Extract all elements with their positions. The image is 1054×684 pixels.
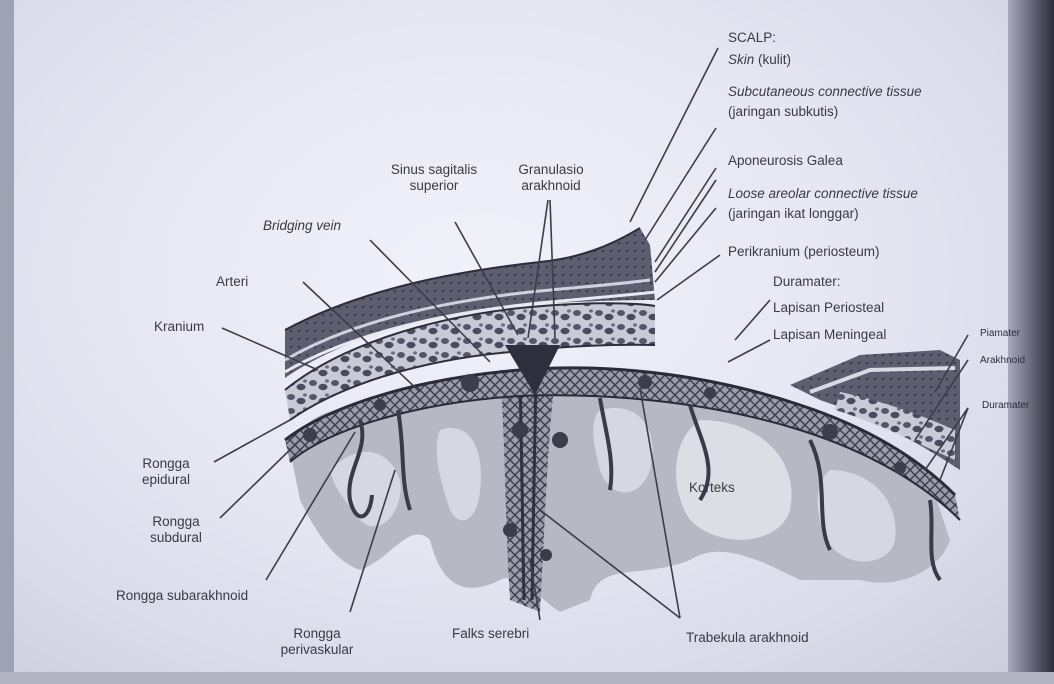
label-subcutaneous-rest: (jaringan subkutis) bbox=[728, 104, 838, 120]
label-aponeurosis: Aponeurosis Galea bbox=[728, 153, 843, 169]
label-duramater-small: Duramater bbox=[982, 398, 1029, 414]
label-rongga-epidural-1: Rongga bbox=[130, 456, 202, 472]
label-skin: Skin (kulit) bbox=[728, 52, 791, 68]
label-scalp: SCALP: bbox=[728, 30, 776, 46]
label-rongga-perivaskular: Rongga perivaskular bbox=[272, 626, 362, 658]
label-rongga-subdural-1: Rongga bbox=[140, 514, 212, 530]
label-rongga-epidural-2: epidural bbox=[130, 472, 202, 488]
label-sinus-line1: Sinus sagitalis bbox=[378, 162, 490, 178]
label-loose-areolar: Loose areolar connective tissue bbox=[728, 186, 918, 202]
label-arteri: Arteri bbox=[216, 274, 248, 290]
label-rongga-subdural: Rongga subdural bbox=[140, 514, 212, 546]
label-trabekula: Trabekula arakhnoid bbox=[686, 630, 809, 646]
label-granulasio-line1: Granulasio bbox=[505, 162, 597, 178]
label-lapisan-periosteal: Lapisan Periosteal bbox=[773, 300, 884, 316]
label-arakhnoid: Arakhnoid bbox=[980, 353, 1025, 369]
label-rongga-perivaskular-2: perivaskular bbox=[272, 642, 362, 658]
label-korteks: Korteks bbox=[689, 480, 735, 496]
label-loose-areolar-rest: (jaringan ikat longgar) bbox=[728, 206, 859, 222]
label-piamater: Piamater bbox=[980, 326, 1020, 342]
label-rongga-subarakhnoid: Rongga subarakhnoid bbox=[116, 588, 248, 604]
label-perikranium: Perikranium (periosteum) bbox=[728, 244, 880, 260]
label-sinus-sagitalis: Sinus sagitalis superior bbox=[378, 162, 490, 194]
label-duramater-title: Duramater: bbox=[773, 274, 841, 290]
label-kranium: Kranium bbox=[154, 319, 204, 335]
label-rongga-perivaskular-1: Rongga bbox=[272, 626, 362, 642]
label-sinus-line2: superior bbox=[378, 178, 490, 194]
label-rongga-subdural-2: subdural bbox=[140, 530, 212, 546]
label-lapisan-meningeal: Lapisan Meningeal bbox=[773, 327, 886, 343]
label-skin-rest: (kulit) bbox=[754, 52, 791, 67]
label-granulasio: Granulasio arakhnoid bbox=[505, 162, 597, 194]
label-granulasio-line2: arakhnoid bbox=[505, 178, 597, 194]
label-bridging-vein: Bridging vein bbox=[263, 218, 341, 234]
label-subcutaneous: Subcutaneous connective tissue bbox=[728, 84, 922, 100]
label-falks-serebri: Falks serebri bbox=[452, 626, 529, 642]
label-rongga-epidural: Rongga epidural bbox=[130, 456, 202, 488]
label-skin-italic: Skin bbox=[728, 52, 754, 67]
